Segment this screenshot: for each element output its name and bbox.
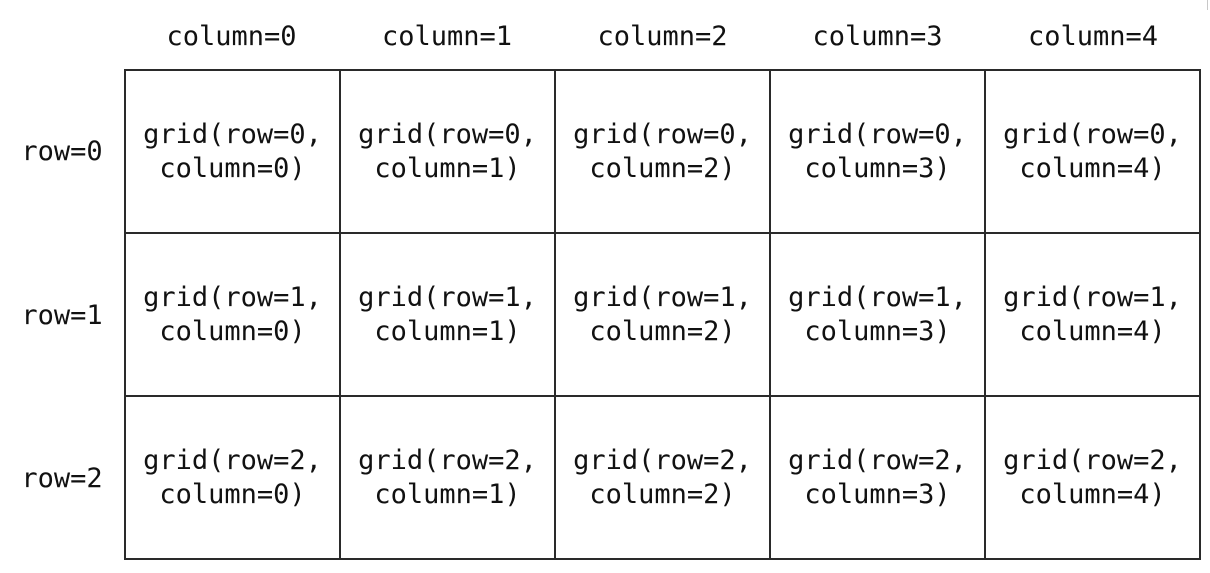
grid-table: grid(row=0,column=0) grid(row=0,column=1… xyxy=(124,69,1201,560)
grid-row-0: grid(row=0,column=0) grid(row=0,column=1… xyxy=(124,69,1201,234)
cell-line-2: column=1) xyxy=(374,152,521,184)
column-header-2: column=2 xyxy=(597,20,728,52)
cell-line-1: grid(row=2, xyxy=(573,444,752,476)
corner-divider xyxy=(1207,0,1208,10)
cell-line-2: column=3) xyxy=(804,315,951,347)
cell-line-2: column=4) xyxy=(1019,152,1166,184)
grid-cell-r0-c0: grid(row=0,column=0) xyxy=(124,69,341,234)
cell-line-1: grid(row=1, xyxy=(143,281,322,313)
cell-line-1: grid(row=2, xyxy=(143,444,322,476)
cell-line-2: column=1) xyxy=(374,315,521,347)
cell-line-1: grid(row=0, xyxy=(788,118,967,150)
cell-line-1: grid(row=0, xyxy=(1003,118,1182,150)
cell-line-2: column=2) xyxy=(589,152,736,184)
cell-line-2: column=0) xyxy=(159,478,306,510)
grid-row-2: grid(row=2,column=0) grid(row=2,column=1… xyxy=(124,395,1201,560)
grid-cell-r0-c1: grid(row=0,column=1) xyxy=(339,69,556,234)
grid-cell-r1-c1: grid(row=1,column=1) xyxy=(339,232,556,397)
cell-line-1: grid(row=1, xyxy=(358,281,537,313)
cell-line-2: column=0) xyxy=(159,152,306,184)
cell-line-2: column=2) xyxy=(589,315,736,347)
column-header-0: column=0 xyxy=(166,20,297,52)
cell-line-1: grid(row=0, xyxy=(358,118,537,150)
grid-cell-r1-c4: grid(row=1,column=4) xyxy=(984,232,1201,397)
grid-cell-r2-c1: grid(row=2,column=1) xyxy=(339,395,556,560)
cell-line-1: grid(row=1, xyxy=(788,281,967,313)
grid-cell-r2-c0: grid(row=2,column=0) xyxy=(124,395,341,560)
grid-cell-r2-c4: grid(row=2,column=4) xyxy=(984,395,1201,560)
row-header-0: row=0 xyxy=(21,135,103,167)
column-header-4: column=4 xyxy=(1027,20,1159,52)
grid-cell-r0-c4: grid(row=0,column=4) xyxy=(984,69,1201,234)
column-header-1: column=1 xyxy=(381,20,513,52)
cell-line-1: grid(row=2, xyxy=(358,444,537,476)
cell-line-2: column=3) xyxy=(804,478,951,510)
grid-cell-r2-c3: grid(row=2,column=3) xyxy=(769,395,986,560)
cell-line-2: column=4) xyxy=(1019,478,1166,510)
column-header-3: column=3 xyxy=(812,20,943,52)
grid-row-1: grid(row=1,column=0) grid(row=1,column=1… xyxy=(124,232,1201,397)
cell-line-2: column=3) xyxy=(804,152,951,184)
cell-line-1: grid(row=0, xyxy=(573,118,752,150)
cell-line-1: grid(row=0, xyxy=(143,118,322,150)
cell-line-1: grid(row=2, xyxy=(788,444,967,476)
cell-line-2: column=1) xyxy=(374,478,521,510)
grid-cell-r1-c3: grid(row=1,column=3) xyxy=(769,232,986,397)
row-header-1: row=1 xyxy=(21,299,103,331)
cell-line-1: grid(row=1, xyxy=(573,281,752,313)
cell-line-2: column=2) xyxy=(589,478,736,510)
cell-line-2: column=0) xyxy=(159,315,306,347)
grid-cell-r1-c2: grid(row=1,column=2) xyxy=(554,232,771,397)
grid-cell-r1-c0: grid(row=1,column=0) xyxy=(124,232,341,397)
row-header-2: row=2 xyxy=(21,463,103,494)
cell-line-1: grid(row=2, xyxy=(1003,444,1182,476)
cell-line-2: column=4) xyxy=(1019,315,1166,347)
cell-line-1: grid(row=1, xyxy=(1003,281,1182,313)
grid-cell-r0-c3: grid(row=0,column=3) xyxy=(769,69,986,234)
grid-cell-r0-c2: grid(row=0,column=2) xyxy=(554,69,771,234)
grid-cell-r2-c2: grid(row=2,column=2) xyxy=(554,395,771,560)
